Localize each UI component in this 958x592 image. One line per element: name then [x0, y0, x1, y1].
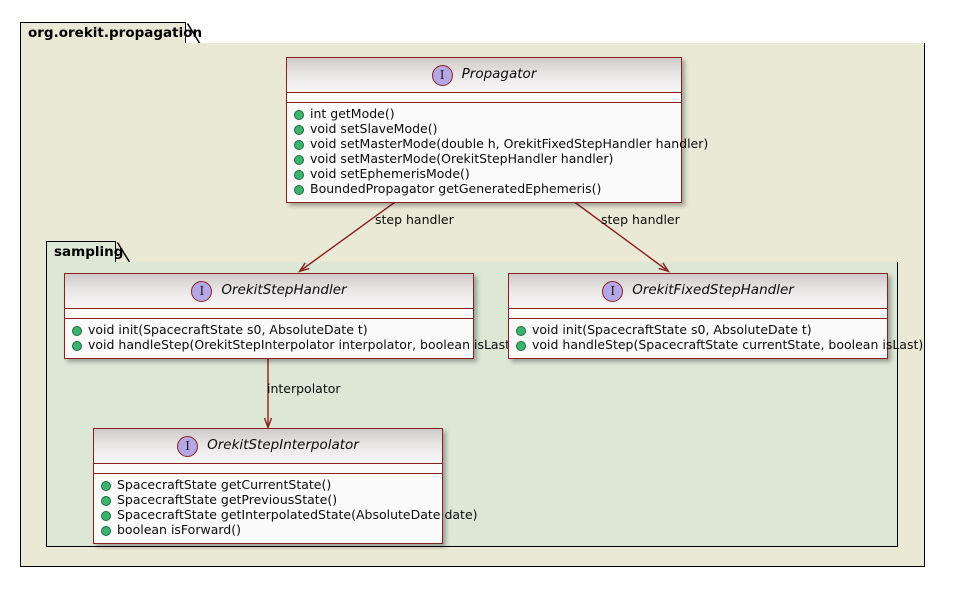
method-label: void init(SpacecraftState s0, AbsoluteDa…: [88, 322, 368, 338]
class-name-orekit-step-interpolator: OrekitStepInterpolator: [207, 437, 359, 454]
public-visibility-icon: [294, 184, 304, 195]
method-row: void init(SpacecraftState s0, AbsoluteDa…: [509, 323, 887, 338]
method-label: void init(SpacecraftState s0, AbsoluteDa…: [532, 322, 812, 338]
class-box-orekit-step-interpolator[interactable]: I OrekitStepInterpolator SpacecraftState…: [93, 428, 478, 544]
class-name-orekit-fixed-step-handler: OrekitFixedStepHandler: [632, 282, 794, 299]
method-row: SpacecraftState getPreviousState(): [94, 493, 442, 508]
class-name-propagator: Propagator: [461, 66, 537, 83]
public-visibility-icon: [101, 480, 111, 491]
method-label: SpacecraftState getPreviousState(): [117, 492, 338, 508]
class-attributes-compartment-orekit-step-interpolator: [94, 464, 442, 474]
method-label: void handleStep(SpacecraftState currentS…: [532, 337, 924, 353]
class-header-orekit-fixed-step-handler: I OrekitFixedStepHandler: [509, 274, 887, 309]
edge-label-step-handler-right: step handler: [601, 212, 680, 227]
public-visibility-icon: [294, 109, 304, 120]
edge-label-step-handler-left: step handler: [375, 212, 454, 227]
interface-icon: I: [602, 280, 624, 302]
method-row: boolean isForward(): [94, 523, 442, 538]
method-label: SpacecraftState getCurrentState(): [117, 477, 332, 493]
package-tab-org-orekit-propagation: org.orekit.propagation: [20, 22, 202, 46]
method-row: void setEphemerisMode(): [287, 167, 681, 182]
package-tab-notch-outer: [186, 23, 202, 46]
class-header-orekit-step-interpolator: I OrekitStepInterpolator: [94, 429, 442, 464]
method-label: void setMasterMode(double h, OrekitFixed…: [310, 136, 709, 152]
public-visibility-icon: [294, 124, 304, 135]
public-visibility-icon: [294, 154, 304, 165]
method-row: void setSlaveMode(): [287, 122, 681, 137]
class-methods-compartment-propagator: int getMode() void setSlaveMode() void s…: [287, 103, 708, 202]
class-methods-compartment-orekit-fixed-step-handler: void init(SpacecraftState s0, AbsoluteDa…: [509, 319, 923, 358]
class-header-propagator: I Propagator: [287, 58, 681, 93]
class-box-orekit-fixed-step-handler[interactable]: I OrekitFixedStepHandler void init(Space…: [508, 273, 923, 359]
class-attributes-compartment-orekit-fixed-step-handler: [509, 309, 887, 319]
class-attributes-compartment-propagator: [287, 93, 681, 103]
interface-icon: I: [191, 280, 213, 302]
package-tab-notch-inner: [116, 242, 132, 265]
class-methods-compartment-orekit-step-interpolator: SpacecraftState getCurrentState() Spacec…: [94, 474, 478, 543]
class-name-orekit-step-handler: OrekitStepHandler: [221, 282, 347, 299]
interface-icon: I: [431, 64, 453, 86]
package-label-sampling: sampling: [54, 243, 124, 260]
method-label: void setMasterMode(OrekitStepHandler han…: [310, 151, 614, 167]
edge-label-interpolator: interpolator: [267, 381, 341, 396]
method-row: BoundedPropagator getGeneratedEphemeris(…: [287, 182, 681, 197]
class-methods-compartment-orekit-step-handler: void init(SpacecraftState s0, AbsoluteDa…: [65, 319, 515, 358]
public-visibility-icon: [516, 325, 526, 336]
public-visibility-icon: [101, 525, 111, 536]
method-label: void handleStep(OrekitStepInterpolator i…: [88, 337, 515, 353]
method-label: boolean isForward(): [117, 522, 241, 538]
class-attributes-compartment-orekit-step-handler: [65, 309, 473, 319]
class-box-propagator[interactable]: I Propagator int getMode() void setSlave…: [286, 57, 708, 203]
public-visibility-icon: [72, 325, 82, 336]
interface-icon: I: [177, 435, 199, 457]
method-label: void setSlaveMode(): [310, 121, 438, 137]
method-label: BoundedPropagator getGeneratedEphemeris(…: [310, 181, 602, 197]
package-label-org-orekit-propagation: org.orekit.propagation: [28, 24, 203, 41]
method-row: void init(SpacecraftState s0, AbsoluteDa…: [65, 323, 473, 338]
method-row: int getMode(): [287, 107, 681, 122]
public-visibility-icon: [72, 340, 82, 351]
method-row: SpacecraftState getInterpolatedState(Abs…: [94, 508, 478, 523]
method-label: SpacecraftState getInterpolatedState(Abs…: [117, 507, 478, 523]
method-label: int getMode(): [310, 106, 395, 122]
public-visibility-icon: [294, 139, 304, 150]
class-box-orekit-step-handler[interactable]: I OrekitStepHandler void init(Spacecraft…: [64, 273, 515, 359]
method-label: void setEphemerisMode(): [310, 166, 470, 182]
public-visibility-icon: [101, 510, 111, 521]
public-visibility-icon: [101, 495, 111, 506]
class-header-orekit-step-handler: I OrekitStepHandler: [65, 274, 473, 309]
public-visibility-icon: [516, 340, 526, 351]
method-row: SpacecraftState getCurrentState(): [94, 478, 442, 493]
method-row: void handleStep(OrekitStepInterpolator i…: [65, 338, 515, 353]
method-row: void handleStep(SpacecraftState currentS…: [509, 338, 923, 353]
package-tab-sampling: sampling: [46, 241, 132, 265]
public-visibility-icon: [294, 169, 304, 180]
method-row: void setMasterMode(OrekitStepHandler han…: [287, 152, 681, 167]
method-row: void setMasterMode(double h, OrekitFixed…: [287, 137, 708, 152]
